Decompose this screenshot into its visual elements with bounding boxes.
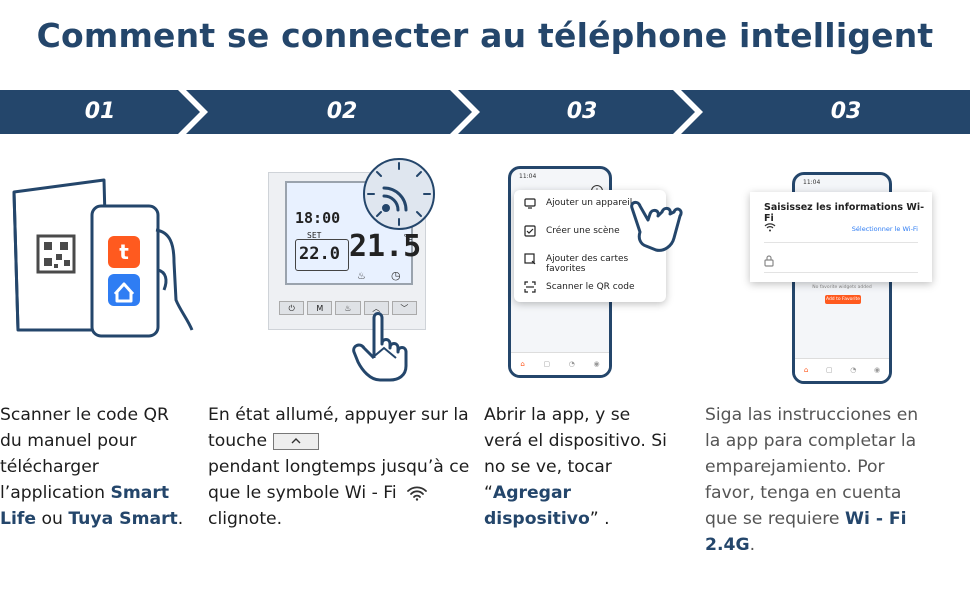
up-key-icon [273, 432, 320, 450]
home-tab-icon-2[interactable]: ⌂ [803, 366, 809, 374]
lcd-time: 18:00 [295, 209, 341, 227]
step1-description: Scanner le code QR du manuel pour téléch… [0, 405, 184, 529]
step-number-3: 03 [566, 99, 598, 124]
power-button[interactable]: ⏻ [279, 301, 305, 315]
scene-tab-icon-2[interactable]: ▢ [825, 366, 833, 374]
home-tab-icon[interactable]: ⌂ [520, 360, 525, 368]
menu-scan-qr[interactable]: Scanner le QR code [514, 274, 664, 302]
add-device-icon [524, 198, 536, 209]
page-title: Comment se connecter au téléphone intell… [36, 16, 934, 55]
bottom-nav-2: ⌂ ▢ ◔ ◉ [795, 358, 889, 381]
clock-icon: ◷ [391, 269, 401, 282]
lcd-room-temp: 21.5 [349, 229, 422, 264]
pointing-hand-icon [352, 312, 408, 382]
heating-icon: ♨ [357, 271, 366, 282]
status-time: 11:04 [519, 173, 537, 180]
wifi-blink-icon [363, 158, 435, 230]
password-field[interactable] [764, 252, 774, 271]
me-tab-icon-2[interactable]: ◉ [874, 366, 881, 374]
favorite-card-icon [524, 253, 536, 265]
mode-button[interactable]: M [307, 301, 333, 315]
svg-text:t: t [119, 240, 129, 264]
menu-add-favorite-cards[interactable]: Ajouter des cartes favorites [514, 246, 664, 274]
add-favorite-button[interactable]: Add to Favorite [825, 295, 861, 304]
menu-create-scene[interactable]: Créer une scène [514, 218, 664, 246]
steps-banner [0, 90, 970, 134]
lcd-set-label: SET [307, 231, 322, 240]
step4-description: Siga las instrucciones en la app para co… [705, 405, 919, 555]
step-number-1: 01 [84, 99, 116, 124]
lock-icon [764, 255, 774, 267]
wifi-icon [764, 222, 776, 235]
wifi-symbol-icon [407, 486, 428, 501]
wifi-dialog-title: Saisissez les informations Wi-Fi [764, 202, 925, 224]
no-widgets-text: No favorite widgets added [812, 285, 872, 290]
up-button[interactable]: ︿ [363, 301, 389, 315]
lcd-unit: °C [403, 233, 413, 242]
step-number-2: 02 [326, 99, 358, 124]
menu-add-device[interactable]: Ajouter un appareil [514, 190, 664, 218]
smart-life-app-icon [108, 274, 140, 306]
status-time-2: 11:04 [803, 179, 821, 186]
step-number-4: 03 [830, 99, 862, 124]
smart-tab-icon[interactable]: ◔ [568, 360, 575, 368]
qr-code-icon [36, 234, 76, 274]
down-button[interactable]: ﹀ [391, 301, 418, 315]
select-wifi-link[interactable]: Sélectionner le Wi-Fi [851, 225, 918, 233]
step3-description: Abrir la app, y se verá el dispositivo. … [484, 405, 667, 529]
me-tab-icon[interactable]: ◉ [593, 360, 600, 368]
bottom-nav: ⌂ ▢ ◔ ◉ [511, 352, 609, 375]
wifi-info-dialog: Saisissez les informations Wi-Fi Sélecti… [750, 192, 932, 282]
heat-button[interactable]: ♨ [335, 301, 361, 315]
smart-tab-icon-2[interactable]: ◔ [850, 366, 857, 374]
tapping-hand-icon [630, 200, 683, 252]
scene-icon [524, 225, 536, 237]
wifi-blink-and-hand-illustration [352, 158, 435, 382]
scan-icon [524, 281, 536, 293]
thermostat-illustration: 18:00 SET 22.0 21.5 °C ♨ ◷ ⏻ M ♨ ︿ ﹀ [268, 172, 426, 330]
lcd-set-temp: 22.0 [299, 244, 340, 264]
tuya-app-icon: t [108, 236, 140, 268]
manual-and-phone-illustration: t [12, 178, 194, 338]
thermostat-buttons: ⏻ M ♨ ︿ ﹀ [279, 301, 418, 315]
scene-tab-icon[interactable]: ▢ [543, 360, 551, 368]
